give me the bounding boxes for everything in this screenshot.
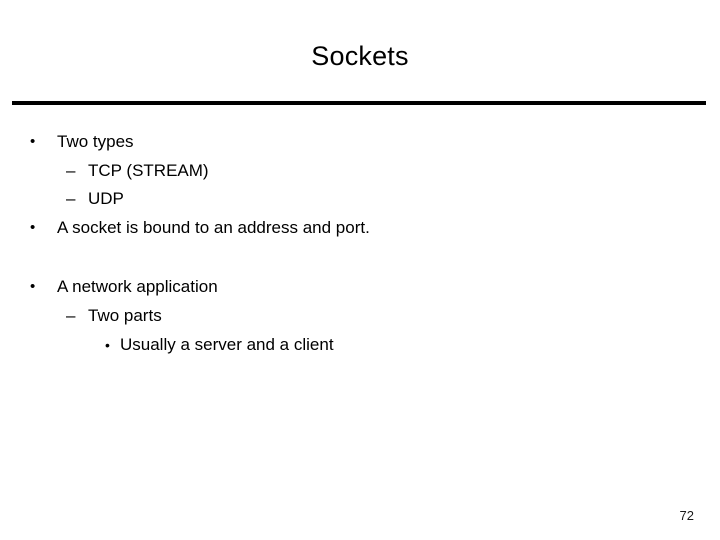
group-spacer	[0, 242, 720, 273]
list-item: • Usually a server and a client	[0, 331, 720, 360]
list-item-label: Two parts	[88, 305, 162, 325]
list-item-label: Two types	[57, 132, 134, 151]
bullet-dot-icon: •	[30, 278, 36, 296]
slide-body: • Two types – TCP (STREAM) – UDP • A soc…	[0, 128, 720, 359]
bullet-dash-icon: –	[66, 305, 76, 325]
bullet-dot-icon: •	[30, 218, 36, 236]
bullet-group: • Two types – TCP (STREAM) – UDP • A soc…	[0, 128, 720, 242]
list-item: – Two parts	[0, 302, 720, 331]
title-divider-rule	[12, 101, 706, 105]
page-title: Sockets	[311, 41, 409, 71]
list-item-label: UDP	[88, 189, 124, 209]
bullet-dot-icon: •	[105, 336, 110, 353]
list-item: – TCP (STREAM)	[0, 157, 720, 186]
list-item: – UDP	[0, 185, 720, 214]
list-item: • A network application	[0, 273, 720, 302]
list-item: • Two types	[0, 128, 720, 157]
list-item-label: Usually a server and a client	[120, 334, 334, 354]
bullet-dash-icon: –	[66, 160, 76, 180]
list-item: • A socket is bound to an address and po…	[0, 214, 720, 243]
bullet-dot-icon: •	[30, 133, 36, 150]
list-item-label: A network application	[57, 277, 218, 297]
list-item-label: TCP (STREAM)	[88, 160, 209, 180]
list-item-label: A socket is bound to an address and port…	[57, 217, 370, 237]
bullet-dash-icon: –	[66, 189, 76, 209]
page-number: 72	[679, 508, 694, 523]
bullet-group: • A network application – Two parts • Us…	[0, 273, 720, 359]
